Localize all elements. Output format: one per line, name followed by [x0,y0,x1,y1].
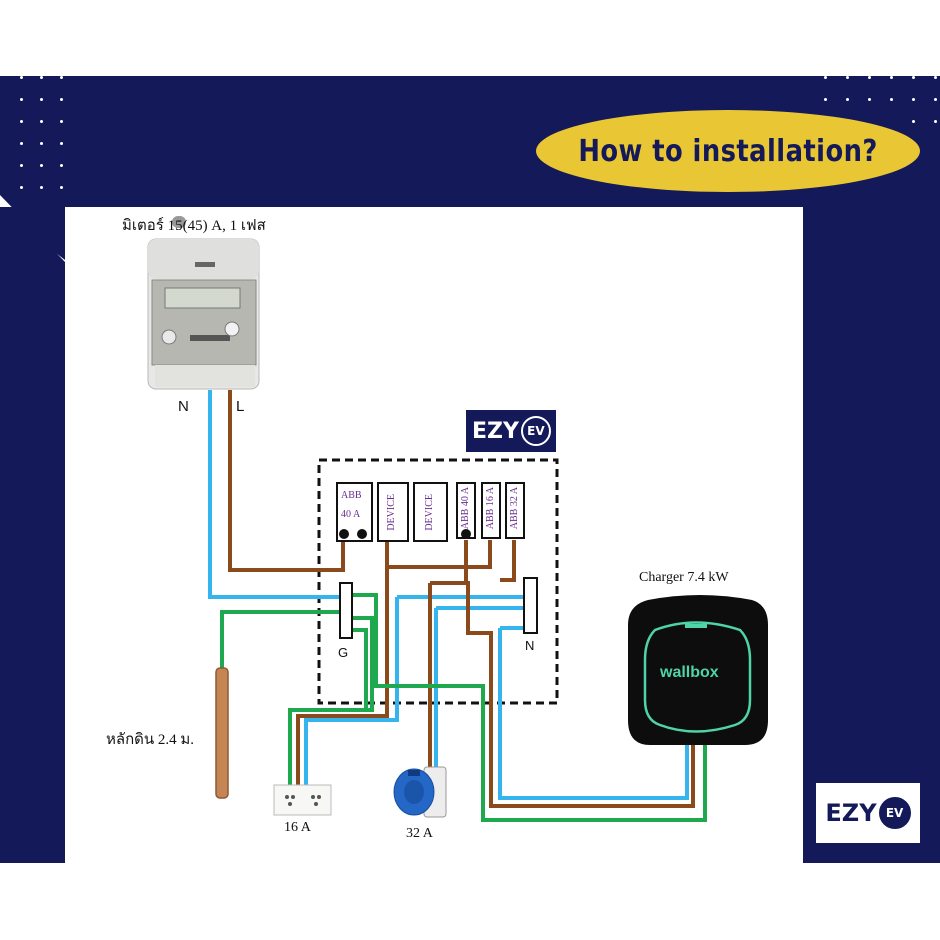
terminal-dot [339,529,349,539]
meter-caption: มิเตอร์ 15(45) A, 1 เฟส [122,218,266,234]
charger-brand: wallbox [660,664,719,681]
breaker-main-label-1: ABB [341,490,362,501]
dot-grid-left [20,76,80,196]
neutral-bar-label: N [525,638,535,653]
socket-16a-caption: 16 A [284,820,311,835]
breaker-40a-label: ABB 40 A [460,487,471,530]
meter-seal [172,216,186,228]
line-wires [228,390,695,808]
page-title: How to installation? [578,133,878,169]
title-pill: How to installation? [536,110,920,192]
socket-32a [393,766,447,818]
logo-ev-badge: EV [520,416,551,446]
breaker-device-1 [377,482,409,542]
logo-corner-card: EZY EV [816,783,920,843]
breaker-32a-label: ABB 32 A [509,487,520,530]
meter-terminal-n: N [178,398,189,415]
logo-text: EZY [472,418,519,444]
ground-rod-caption: หลักดิน 2.4 ม. [106,732,195,748]
breaker-device-1-label: DEVICE [386,494,397,531]
ground-bar [339,582,353,639]
ground-bar-label: G [338,645,349,660]
terminal-dot [357,529,367,539]
left-notch [0,207,65,260]
breaker-main-label-2: 40 A [341,509,361,520]
ground-wires [220,593,707,822]
neutral-bar [523,577,538,634]
electricity-meter [147,216,260,390]
logo-diagram: EZY EV [466,410,556,452]
logo-corner-ev-badge: EV [878,797,911,829]
logo-corner: EZY EV [825,797,911,829]
wallbox-charger [628,595,768,745]
meter-terminal-l: L [236,398,245,415]
socket-32a-caption: 32 A [406,826,433,841]
ground-rod [215,667,229,799]
logo-corner-text: EZY [825,799,877,827]
dot-grid-right [824,76,940,136]
neutral-wires [208,390,689,800]
charger-caption: Charger 7.4 kW [639,570,729,585]
breaker-32a [505,482,525,539]
breaker-device-2 [413,482,448,542]
terminal-dot [461,529,471,539]
breaker-device-2-label: DEVICE [424,494,435,531]
breaker-16a-label: ABB 16 A [485,487,496,530]
socket-16a [273,784,332,816]
breaker-16a [481,482,501,539]
